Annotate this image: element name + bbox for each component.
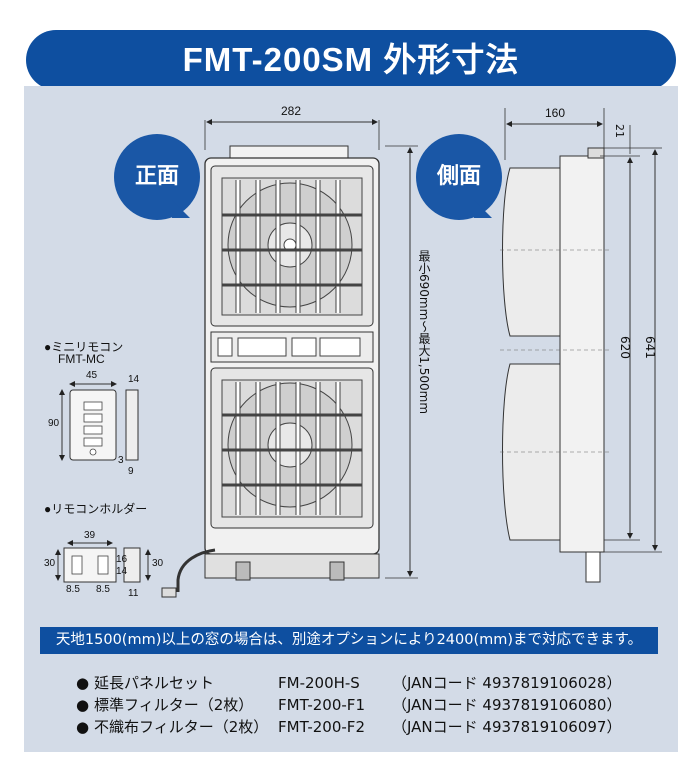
page-title: FMT-200SM 外形寸法 — [26, 30, 676, 90]
holder-b: 8.5 — [96, 584, 110, 595]
holder-title: ●リモコンホルダー — [44, 502, 148, 516]
side-view — [500, 108, 662, 583]
remote-model: FMT-MC — [58, 352, 105, 366]
option-name: 不織布フィルター（2枚） — [94, 718, 269, 736]
holder-e: 11 — [128, 588, 139, 599]
remote-d2: 9 — [128, 466, 134, 477]
bullet: ● — [76, 696, 90, 714]
dimension-drawing — [55, 108, 662, 598]
remote-depth: 14 — [128, 374, 140, 385]
front-width-label: 282 — [281, 104, 302, 118]
option-name: 標準フィルター（2枚） — [94, 696, 254, 714]
bullet: ● — [76, 718, 90, 736]
remote-title: ●ミニリモコン — [44, 340, 124, 354]
holder-height: 30 — [44, 558, 56, 569]
notice-banner: 天地1500(mm)以上の窓の場合は、別途オプションにより2400(mm)まで対… — [40, 627, 658, 654]
option-model: FMT-200-F2 — [278, 718, 365, 736]
holder-height2: 30 — [152, 558, 164, 569]
holder-a: 8.5 — [66, 584, 80, 595]
side-outer-label: 641 — [643, 336, 657, 359]
option-model: FM-200H-S — [278, 674, 360, 692]
side-depth-label: 160 — [545, 106, 566, 120]
holder-d: 16 — [116, 554, 128, 565]
option-name: 延長パネルセット — [94, 674, 215, 692]
side-badge-tail — [474, 200, 492, 218]
remote-d1: 3 — [118, 455, 124, 466]
side-top-label: 21 — [613, 124, 626, 138]
mini-remote-drawing — [59, 381, 139, 461]
side-inner-label: 620 — [618, 336, 632, 359]
remote-height: 90 — [48, 418, 60, 429]
holder-width: 39 — [84, 530, 96, 541]
option-jan: （JANコード 4937819106028） — [392, 674, 622, 692]
holder-c: 14 — [116, 566, 128, 577]
remote-width: 45 — [86, 370, 98, 381]
front-view — [161, 119, 418, 598]
option-jan: （JANコード 4937819106080） — [392, 696, 622, 714]
remote-holder-drawing — [55, 540, 151, 583]
option-model: FMT-200-F1 — [278, 696, 365, 714]
front-height-label: 最小690mm～最大1,500mm — [417, 250, 431, 415]
front-badge-tail — [172, 200, 190, 218]
option-jan: （JANコード 4937819106097） — [392, 718, 622, 736]
bullet: ● — [76, 674, 90, 692]
